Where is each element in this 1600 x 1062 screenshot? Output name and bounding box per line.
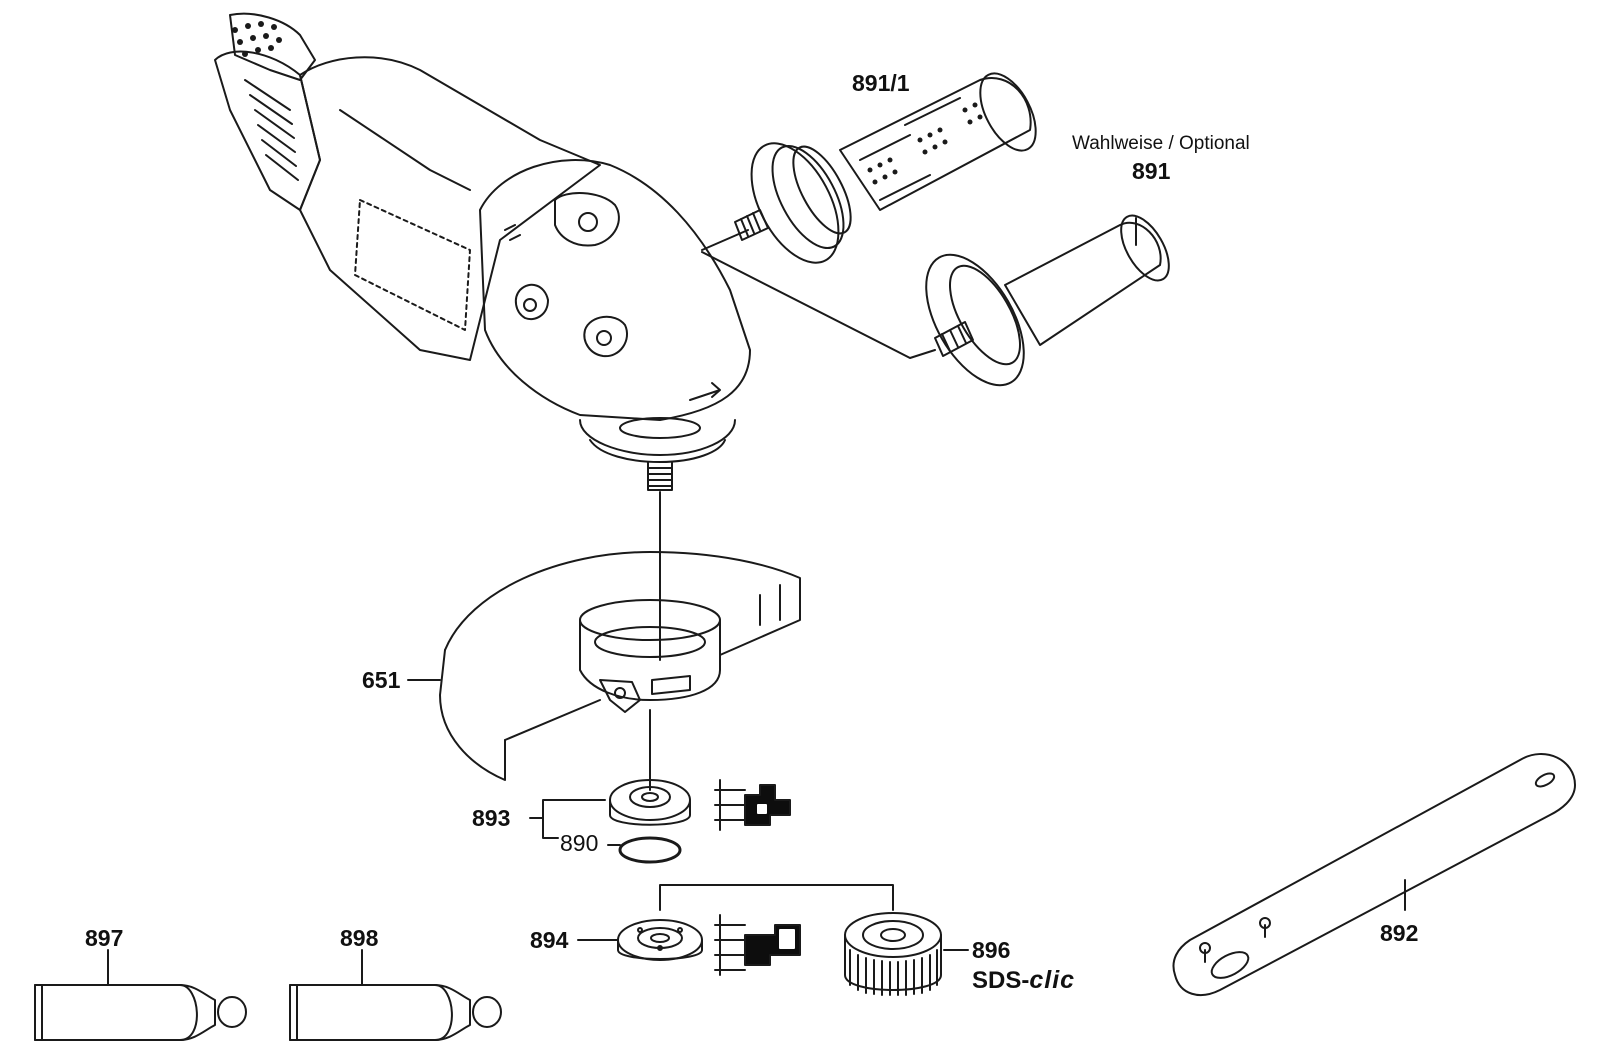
grease-tube-898-icon	[289, 949, 502, 1041]
bracket-893	[529, 799, 606, 839]
plain-handle-icon	[925, 214, 1170, 387]
part-label-891[interactable]: 891	[1132, 158, 1171, 184]
part-label-894[interactable]: 894	[530, 927, 569, 953]
grease-tube-icon	[34, 949, 247, 1041]
clic-suffix: clic	[1029, 966, 1076, 994]
guard-icon	[439, 551, 801, 781]
part-label-897[interactable]: 897	[85, 925, 124, 951]
flange-profile-icon	[714, 779, 791, 831]
assembly-line-handle	[701, 229, 936, 359]
flange-894-profile-icon	[714, 914, 801, 976]
flange-894-icon	[617, 889, 703, 961]
part-label-890[interactable]: 890	[560, 830, 599, 856]
angle-grinder-icon	[214, 12, 751, 491]
part-label-891-1[interactable]: 891/1	[852, 70, 910, 96]
textured-handle-icon	[734, 72, 1037, 264]
optional-note: Wahlweise / Optional	[1072, 133, 1250, 154]
part-label-651[interactable]: 651	[362, 667, 401, 693]
part-label-896[interactable]: 896	[972, 937, 1011, 963]
part-label-892[interactable]: 892	[1380, 920, 1419, 946]
part-label-893[interactable]: 893	[472, 805, 511, 831]
nut-icon	[844, 912, 942, 996]
wrench-icon	[1172, 753, 1576, 996]
part-label-898[interactable]: 898	[340, 925, 379, 951]
bracket-894-896	[659, 884, 894, 911]
sds-prefix: SDS-	[972, 967, 1030, 994]
flange-icon	[609, 779, 691, 864]
sds-clic-logo: SDS-clic	[972, 966, 1075, 995]
